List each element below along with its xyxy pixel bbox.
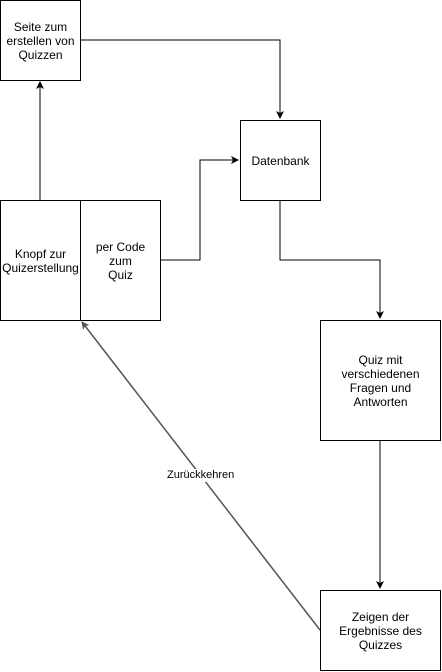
edge-creation-page-to-database — [80, 39, 284, 119]
quiz-questions-box: Quiz mit verschiedenen Fragen und Antwor… — [320, 320, 441, 441]
return-edge-label: Zurückkehren — [166, 469, 236, 482]
edge-code-to-database — [160, 156, 239, 261]
quiz-creation-page-box: Seite zum erstellen von Quizzen — [0, 0, 81, 81]
create-quiz-button-box: Knopf zur Quizerstellung — [0, 200, 81, 321]
edge-database-to-quiz — [279, 200, 384, 319]
code-to-quiz-box: per Code zum Quiz — [80, 200, 161, 321]
database-box: Datenbank — [240, 120, 321, 201]
show-results-box: Zeigen der Ergebnisse des Quizzes — [320, 590, 441, 671]
